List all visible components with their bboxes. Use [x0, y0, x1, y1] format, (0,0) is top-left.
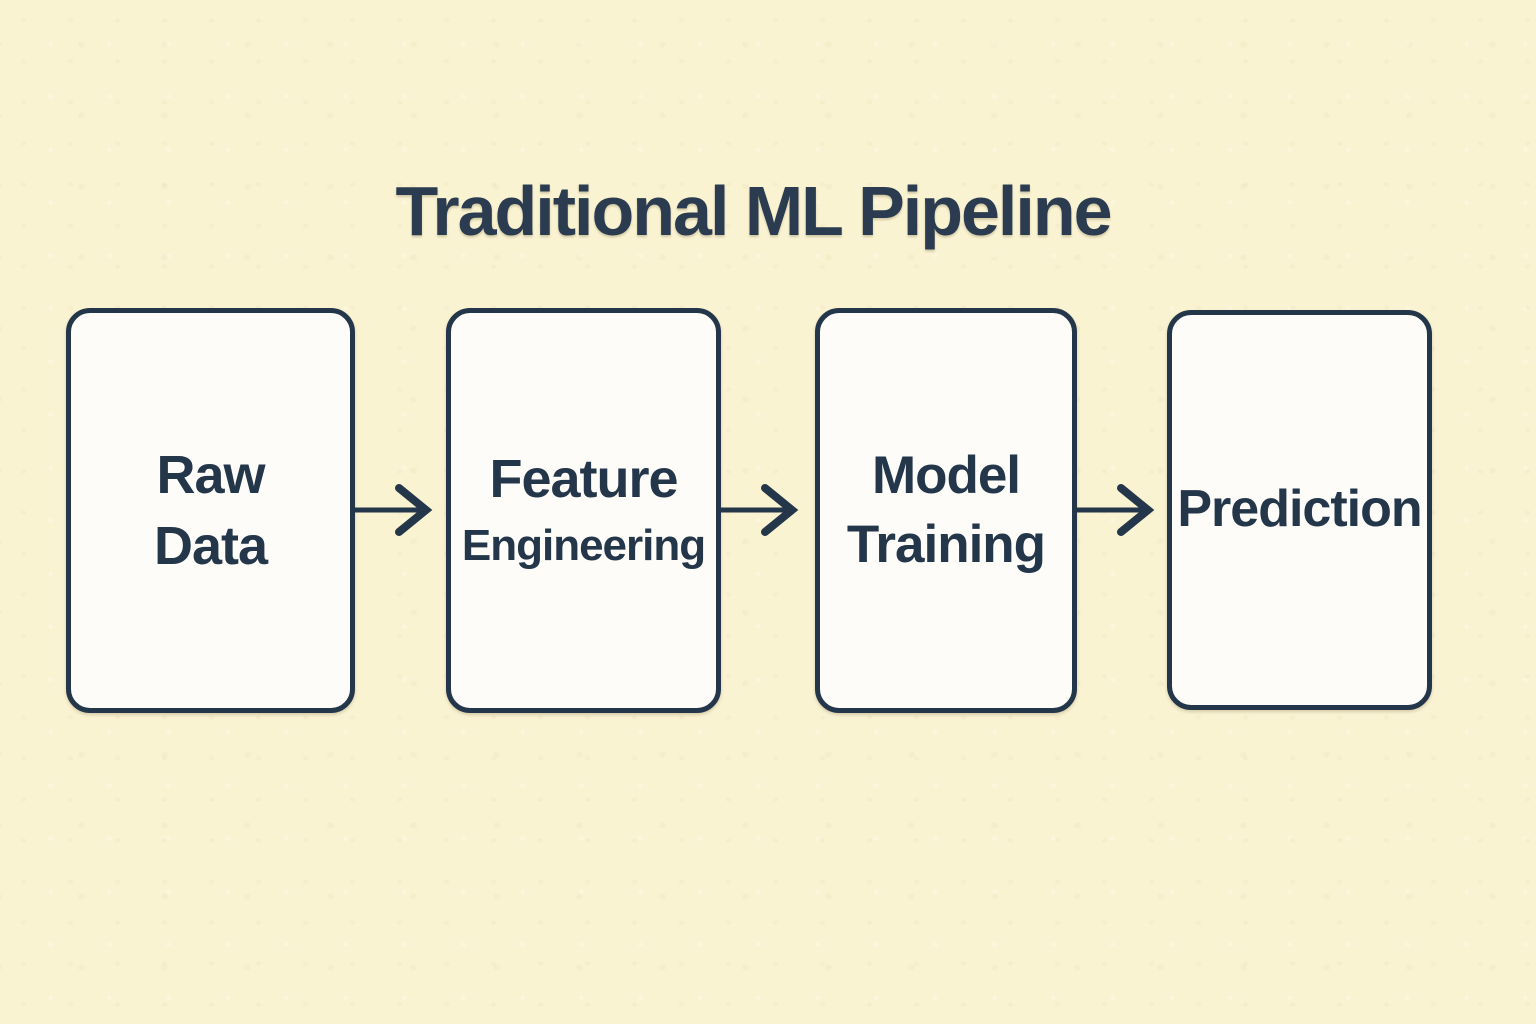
diagram-title: Traditional ML Pipeline — [395, 171, 1112, 250]
node-label-line: Prediction — [1177, 480, 1422, 539]
node-label-line: Feature — [489, 448, 678, 509]
arrow-right-icon — [1075, 478, 1155, 542]
node-label-line: Raw — [156, 445, 265, 506]
node-label-line: Training — [846, 514, 1046, 574]
node-prediction: Prediction — [1167, 310, 1432, 710]
arrow-right-icon — [353, 478, 433, 542]
arrow-right-icon — [719, 478, 799, 542]
node-label-line: Model — [871, 445, 1021, 505]
node-label-line: Engineering — [461, 520, 706, 570]
node-feature-engineering: Feature Engineering — [446, 308, 721, 713]
node-raw-data: Raw Data — [66, 308, 355, 713]
node-model-training: Model Training — [815, 308, 1077, 713]
node-label-line: Data — [153, 515, 268, 576]
